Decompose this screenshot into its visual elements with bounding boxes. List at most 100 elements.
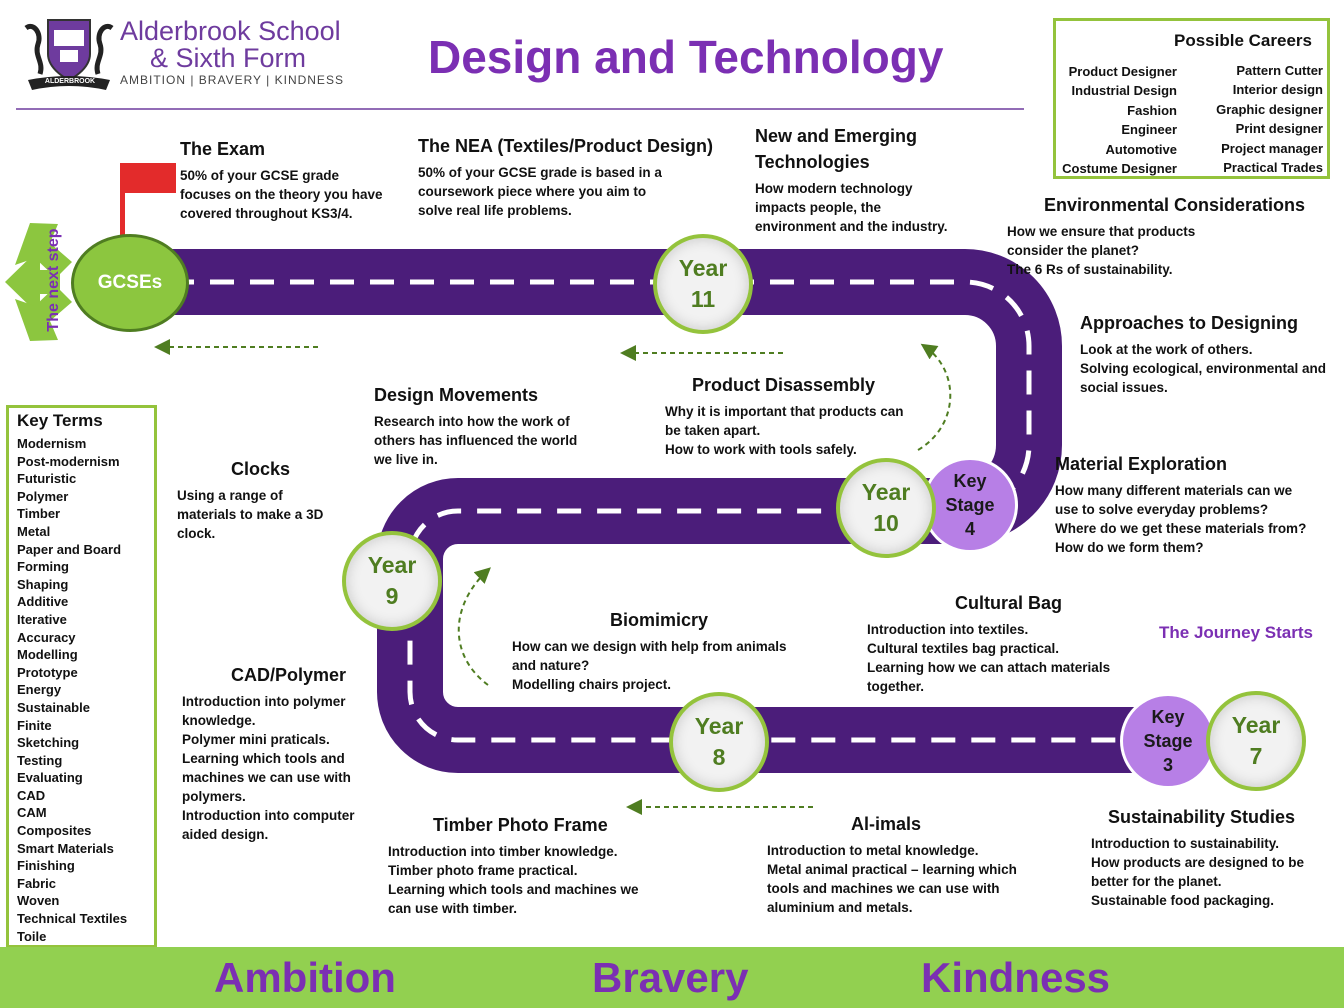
topic-line: Introduction into timber knowledge. xyxy=(388,844,618,859)
topic-line: use to solve everyday problems? xyxy=(1055,502,1269,517)
career-item: Industrial Design xyxy=(1071,83,1177,99)
topic-body: Introduction into textiles.Cultural text… xyxy=(867,620,1110,696)
career-item: Costume Designer xyxy=(1062,161,1177,177)
topic-title: The Exam xyxy=(180,139,266,159)
career-item: Fashion xyxy=(1127,102,1177,118)
gcses-label: GCSEs xyxy=(97,272,163,293)
topic-emerging: New and Emerging Technologies How modern… xyxy=(755,123,948,236)
key-term-item: CAD xyxy=(17,787,46,803)
year-label: Year xyxy=(367,552,417,578)
topic-line: Learning which tools and xyxy=(182,751,345,766)
key-term-item: Toile xyxy=(17,928,47,944)
topic-line: 50% of your GCSE grade is based in a xyxy=(418,165,662,180)
topic-title: Approaches to Designing xyxy=(1080,313,1299,333)
key-terms-title: Key Terms xyxy=(17,411,103,430)
school-logo: ALDERBROOK Alderbrook School & Sixth For… xyxy=(20,14,360,94)
topic-line: Look at the work of others. xyxy=(1080,342,1253,357)
footer-kindness: Kindness xyxy=(921,954,1111,1001)
year-9-marker: Year 9 xyxy=(342,531,442,631)
footer-bravery: Bravery xyxy=(592,954,749,1001)
topic-title: Timber Photo Frame xyxy=(433,815,608,835)
topic-line: How many different materials can we xyxy=(1055,483,1293,498)
topic-line: Using a range of xyxy=(177,488,283,503)
next-step-label: The next step xyxy=(45,228,62,332)
key-term-item: Polymer xyxy=(17,488,69,504)
key-term-item: Futuristic xyxy=(17,471,77,487)
career-item: Print designer xyxy=(1235,121,1323,137)
topic-line: 50% of your GCSE grade xyxy=(180,168,340,183)
career-item: Product Designer xyxy=(1068,64,1177,79)
topic-line: Solving ecological, environmental and xyxy=(1080,361,1327,376)
topic-body: 50% of your GCSE grade is based in a cour… xyxy=(418,163,713,220)
key-term-item: Paper and Board xyxy=(17,541,122,557)
topic-line: better for the planet. xyxy=(1091,874,1222,889)
ks-label: Key xyxy=(953,471,987,491)
ks-label: Stage xyxy=(945,495,995,515)
key-term-item: Timber xyxy=(17,506,61,522)
topic-line: clock. xyxy=(177,526,216,541)
year-number: 11 xyxy=(690,286,716,312)
career-item: Graphic designer xyxy=(1216,101,1323,117)
topic-title: Technologies xyxy=(755,152,870,172)
topic-title: Al-imals xyxy=(851,814,922,834)
year-10-marker: Year 10 xyxy=(836,458,936,558)
topic-line: knowledge. xyxy=(182,713,256,728)
topic-body: How many different materials can we use t… xyxy=(1055,481,1306,557)
topic-body: Introduction to metal knowledge.Metal an… xyxy=(767,841,1017,917)
topic-line: Introduction to sustainability. xyxy=(1091,836,1279,851)
key-term-item: Woven xyxy=(17,893,60,909)
key-term-item: CAM xyxy=(17,805,47,821)
footer-ambition: Ambition xyxy=(214,954,396,1001)
career-item: Engineer xyxy=(1121,122,1177,138)
topic-line: Introduction into computer xyxy=(182,808,355,823)
key-term-item: Prototype xyxy=(17,664,78,680)
topic-line: impacts people, the xyxy=(755,200,882,215)
topic-line: Learning which tools and machines we xyxy=(388,882,639,897)
topic-line: How products are designed to be xyxy=(1091,855,1305,870)
careers-title: Possible Careers xyxy=(1174,31,1312,50)
topic-body: Look at the work of others. Solving ecolo… xyxy=(1080,340,1326,397)
school-crest-icon xyxy=(24,19,114,90)
topic-title: New and Emerging xyxy=(755,126,918,146)
topic-line: How do we form them? xyxy=(1055,540,1204,555)
topic-line: How we ensure that products xyxy=(1007,224,1196,239)
topic-line: Sustainable food packaging. xyxy=(1091,893,1275,908)
topic-title: Product Disassembly xyxy=(692,375,876,395)
key-term-item: Shaping xyxy=(17,576,69,592)
school-name-line2: & Sixth Form xyxy=(150,43,307,73)
key-term-item: Evaluating xyxy=(17,770,83,786)
topic-line: How can we design with help from animals xyxy=(512,639,787,654)
next-step-arrows xyxy=(5,223,72,341)
key-term-item: Sketching xyxy=(17,735,80,751)
topic-line: covered throughout KS3/4. xyxy=(180,206,353,221)
key-term-item: Composites xyxy=(17,823,92,839)
key-term-item: Forming xyxy=(17,559,69,575)
key-term-item: Energy xyxy=(17,682,62,698)
topic-line: others has influenced the world xyxy=(374,433,578,448)
topic-line: Metal animal practical – learning which xyxy=(767,862,1017,877)
topic-title: CAD/Polymer xyxy=(231,665,347,685)
key-term-item: Testing xyxy=(17,752,63,768)
topic-nea: The NEA (Textiles/Product Design)50% of … xyxy=(418,136,713,220)
journey-starts-label: The Journey Starts xyxy=(1159,623,1313,642)
year-number: 8 xyxy=(712,744,726,770)
topic-title: Biomimicry xyxy=(610,610,709,630)
school-motto: AMBITION | BRAVERY | KINDNESS xyxy=(120,73,344,87)
career-item: Project manager xyxy=(1221,140,1323,156)
topic-line: machines we can use with xyxy=(182,770,351,785)
topic-title: Material Exploration xyxy=(1055,454,1228,474)
topic-line: coursework piece where you aim to xyxy=(418,184,647,199)
